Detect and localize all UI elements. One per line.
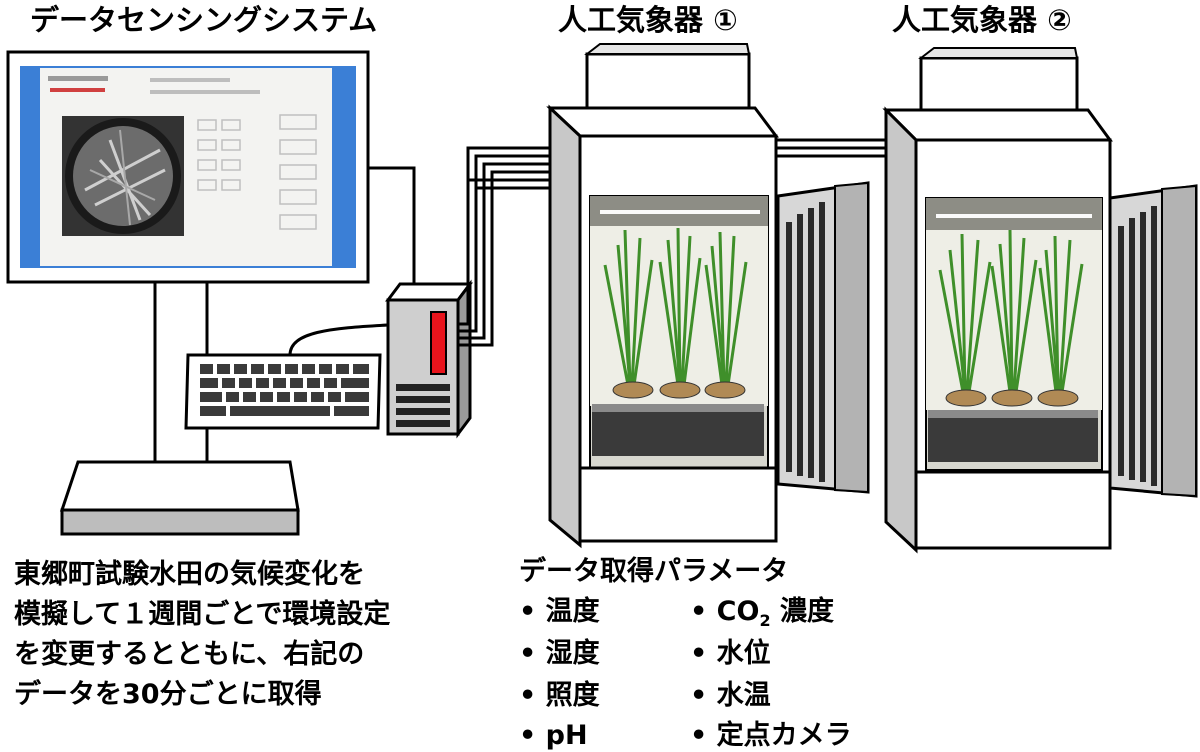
param-water-temperature: • 水温 <box>690 680 771 711</box>
pc-tower <box>385 279 473 439</box>
param-water-level: • 水位 <box>690 638 771 669</box>
chamber1-title: 人工気象器 ① <box>558 3 738 37</box>
description-line-4: データを30分ごとに取得 <box>14 679 322 710</box>
param-co2: • CO2 濃度 <box>690 598 834 629</box>
description-line-3: を変更するとともに、右記の <box>14 639 365 670</box>
pc-indicator <box>430 311 447 375</box>
param-temperature: • 温度 <box>519 596 600 627</box>
param-co2-suffix: 濃度 <box>770 596 834 627</box>
chamber-1 <box>546 43 870 549</box>
monitor <box>6 50 370 536</box>
param-fixed-camera: • 定点カメラ <box>690 720 852 751</box>
param-ph: • pH <box>519 720 588 751</box>
description-line-2: 模擬して１週間ごとで環境設定 <box>14 599 391 630</box>
param-humidity: • 湿度 <box>519 638 600 669</box>
param-co2-prefix: • CO <box>690 596 760 627</box>
description-line-1: 東郷町試験水田の気候変化を <box>14 559 365 590</box>
parameters-heading: データ取得パラメータ <box>519 556 789 587</box>
chamber2-title: 人工気象器 ② <box>892 3 1072 37</box>
keyboard <box>184 353 382 430</box>
cables <box>288 138 905 356</box>
chamber-2 <box>882 47 1198 554</box>
system-title: データセンシングシステム <box>30 3 378 37</box>
param-co2-subscript: 2 <box>759 611 771 630</box>
param-illuminance: • 照度 <box>519 680 600 711</box>
